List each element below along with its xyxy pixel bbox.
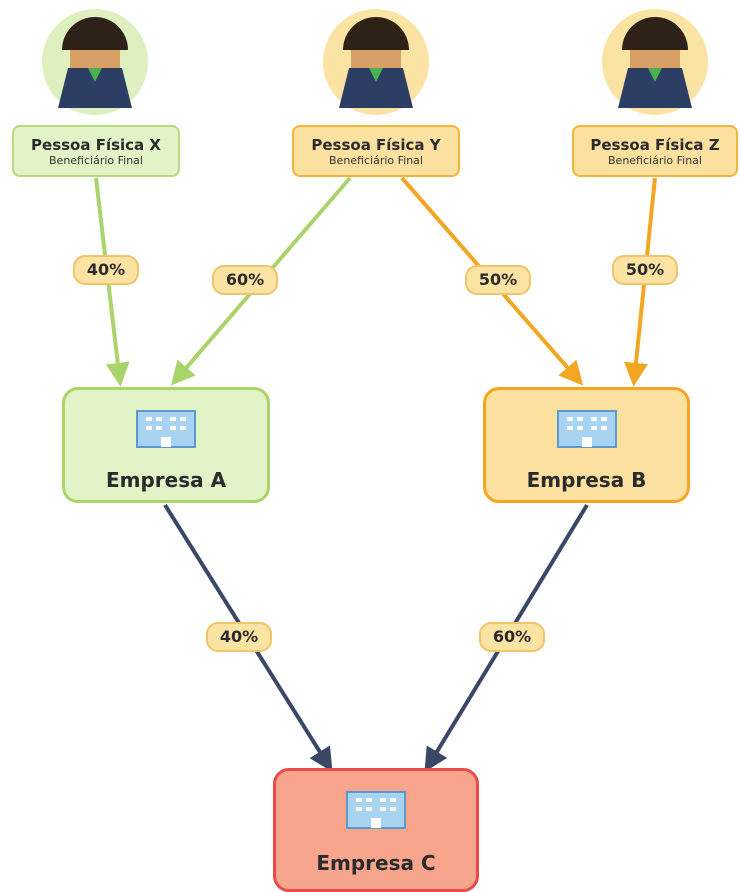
company-name: Empresa B bbox=[526, 468, 647, 492]
ownership-label-y-a: 60% bbox=[212, 265, 278, 295]
ownership-label-y-b: 50% bbox=[465, 265, 531, 295]
ownership-label-a-c: 40% bbox=[206, 622, 272, 652]
person-role: Beneficiário Final bbox=[608, 154, 702, 167]
person-x-avatar bbox=[42, 9, 148, 115]
person-name: Pessoa Física Y bbox=[311, 136, 441, 154]
building-icon bbox=[556, 410, 617, 448]
tie-icon bbox=[88, 68, 102, 82]
person-role: Beneficiário Final bbox=[329, 154, 423, 167]
person-y-avatar bbox=[323, 9, 429, 115]
person-z-label: Pessoa Física Z Beneficiário Final bbox=[572, 125, 738, 177]
hair-icon bbox=[62, 17, 128, 50]
person-role: Beneficiário Final bbox=[49, 154, 143, 167]
face-icon bbox=[630, 50, 680, 68]
person-x-label: Pessoa Física X Beneficiário Final bbox=[12, 125, 180, 177]
company-a-box: Empresa A bbox=[62, 387, 270, 503]
company-c-box: Empresa C bbox=[273, 768, 479, 892]
ownership-label-z-b: 50% bbox=[612, 255, 678, 285]
hair-icon bbox=[343, 17, 409, 50]
person-name: Pessoa Física X bbox=[31, 136, 161, 154]
person-z-avatar bbox=[602, 9, 708, 115]
face-icon bbox=[70, 50, 120, 68]
ownership-label-x-a: 40% bbox=[73, 255, 139, 285]
tie-icon bbox=[369, 68, 383, 82]
building-icon bbox=[136, 410, 196, 448]
person-y-label: Pessoa Física Y Beneficiário Final bbox=[292, 125, 460, 177]
ownership-label-b-c: 60% bbox=[479, 622, 545, 652]
tie-icon bbox=[648, 68, 662, 82]
person-name: Pessoa Física Z bbox=[590, 136, 720, 154]
suit-icon bbox=[618, 68, 692, 108]
company-name: Empresa A bbox=[105, 468, 227, 492]
building-icon bbox=[346, 791, 406, 829]
company-name: Empresa C bbox=[316, 851, 436, 875]
company-b-box: Empresa B bbox=[483, 387, 690, 503]
suit-icon bbox=[339, 68, 413, 108]
suit-icon bbox=[58, 68, 132, 108]
hair-icon bbox=[622, 17, 688, 50]
face-icon bbox=[351, 50, 401, 68]
